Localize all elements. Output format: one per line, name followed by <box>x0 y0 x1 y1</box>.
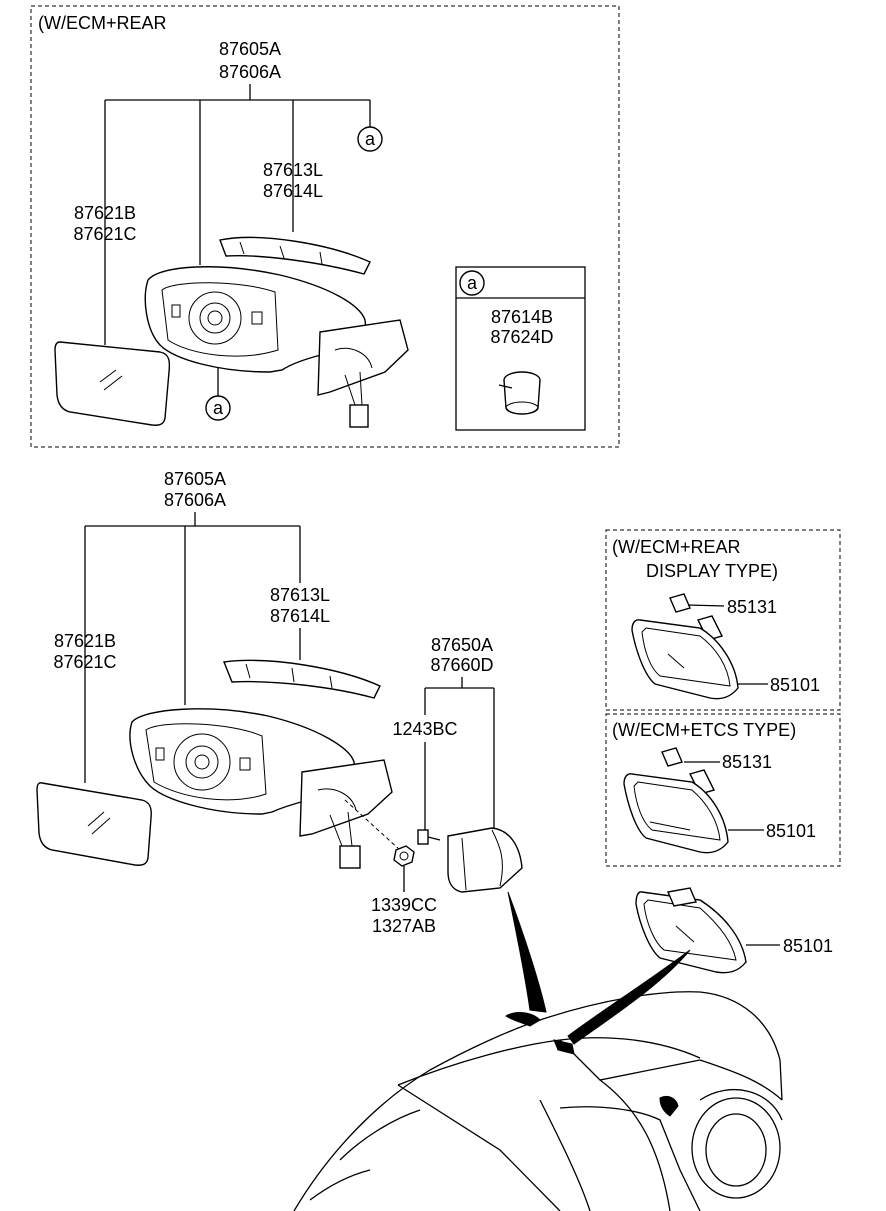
bottom-glass-label-1[interactable]: 87621B <box>54 631 116 651</box>
top-glass-label-1[interactable]: 87621B <box>74 203 136 223</box>
inset-part-label-2[interactable]: 87624D <box>490 327 553 347</box>
top-mirror-assy-label-1[interactable]: 87605A <box>219 39 281 59</box>
etcs-title: (W/ECM+ETCS TYPE) <box>612 720 796 740</box>
bottom-glass-label-2[interactable]: 87621C <box>53 652 116 672</box>
rear-display-title-1: (W/ECM+REAR <box>612 537 741 557</box>
bottom-mirror-assy-label-1[interactable]: 87605A <box>164 469 226 489</box>
top-callout-a-lower-letter: a <box>213 398 224 418</box>
inset-lamp-drawing[interactable] <box>498 371 541 415</box>
top-mirror-cover-drawing[interactable] <box>219 236 371 275</box>
rear-display-box <box>605 529 841 711</box>
bottom-screw-drawing[interactable] <box>417 829 441 845</box>
etcs-box <box>605 713 841 867</box>
inside-mirror-label[interactable]: 85101 <box>783 936 833 956</box>
bottom-nut-drawing[interactable] <box>393 845 415 867</box>
top-section-frame <box>30 5 620 448</box>
bottom-leader-lines <box>84 512 301 783</box>
etcs-mirror-label[interactable]: 85101 <box>766 821 816 841</box>
top-mirror-glass-drawing[interactable] <box>54 341 171 426</box>
bottom-cover-label-1[interactable]: 87613L <box>270 585 330 605</box>
top-callout-a-upper-letter: a <box>365 129 376 149</box>
bottom-cover-label-2[interactable]: 87614L <box>270 606 330 626</box>
bottom-mirror-cover-drawing[interactable] <box>223 659 381 699</box>
bottom-nut-label-1[interactable]: 1339CC <box>371 895 437 915</box>
top-leader-lines <box>104 84 371 396</box>
bottom-inner-cover-label-2[interactable]: 87660D <box>430 655 493 675</box>
top-mirror-base-drawing[interactable] <box>317 319 409 428</box>
top-inset-box <box>455 266 586 431</box>
car-drawing <box>293 991 783 1211</box>
top-mirror-housing-drawing[interactable] <box>144 266 369 373</box>
top-cover-label-1[interactable]: 87613L <box>263 160 323 180</box>
top-callout-a-upper[interactable] <box>357 126 383 152</box>
rear-display-cover-drawing[interactable] <box>669 593 724 641</box>
outside-mirror-pointer <box>507 891 547 1013</box>
top-callout-a-lower[interactable] <box>205 395 231 421</box>
bottom-nut-dashline <box>344 799 401 851</box>
rear-display-mirror-label[interactable]: 85101 <box>770 675 820 695</box>
bottom-mirror-assy-label-2[interactable]: 87606A <box>164 490 226 510</box>
inset-callout-a[interactable] <box>459 270 485 296</box>
etcs-cover-label[interactable]: 85131 <box>722 752 772 772</box>
top-glass-label-2[interactable]: 87621C <box>73 224 136 244</box>
top-cover-label-2[interactable]: 87614L <box>263 181 323 201</box>
inset-callout-a-letter: a <box>467 273 478 293</box>
inset-part-label-1[interactable]: 87614B <box>491 307 553 327</box>
bottom-inner-cover-label-1[interactable]: 87650A <box>431 635 493 655</box>
rear-display-mirror-drawing[interactable] <box>631 619 739 700</box>
inside-mirror-drawing[interactable] <box>635 887 747 974</box>
rear-display-cover-label[interactable]: 85131 <box>727 597 777 617</box>
bottom-mirror-glass-drawing[interactable] <box>36 782 152 866</box>
rear-display-title-2: DISPLAY TYPE) <box>646 561 778 581</box>
bottom-nut-label-2[interactable]: 1327AB <box>372 916 436 936</box>
bottom-inner-cover-leader <box>424 677 495 828</box>
etcs-mirror-drawing[interactable] <box>623 773 729 854</box>
bottom-screw-label[interactable]: 1243BC <box>392 719 457 739</box>
top-mirror-assy-label-2[interactable]: 87606A <box>219 62 281 82</box>
rear-display-cover-leader <box>687 604 725 607</box>
bottom-mirror-base-drawing[interactable] <box>299 759 393 869</box>
bottom-inner-cover-drawing[interactable] <box>447 827 523 893</box>
top-section-title: (W/ECM+REAR <box>38 13 167 33</box>
